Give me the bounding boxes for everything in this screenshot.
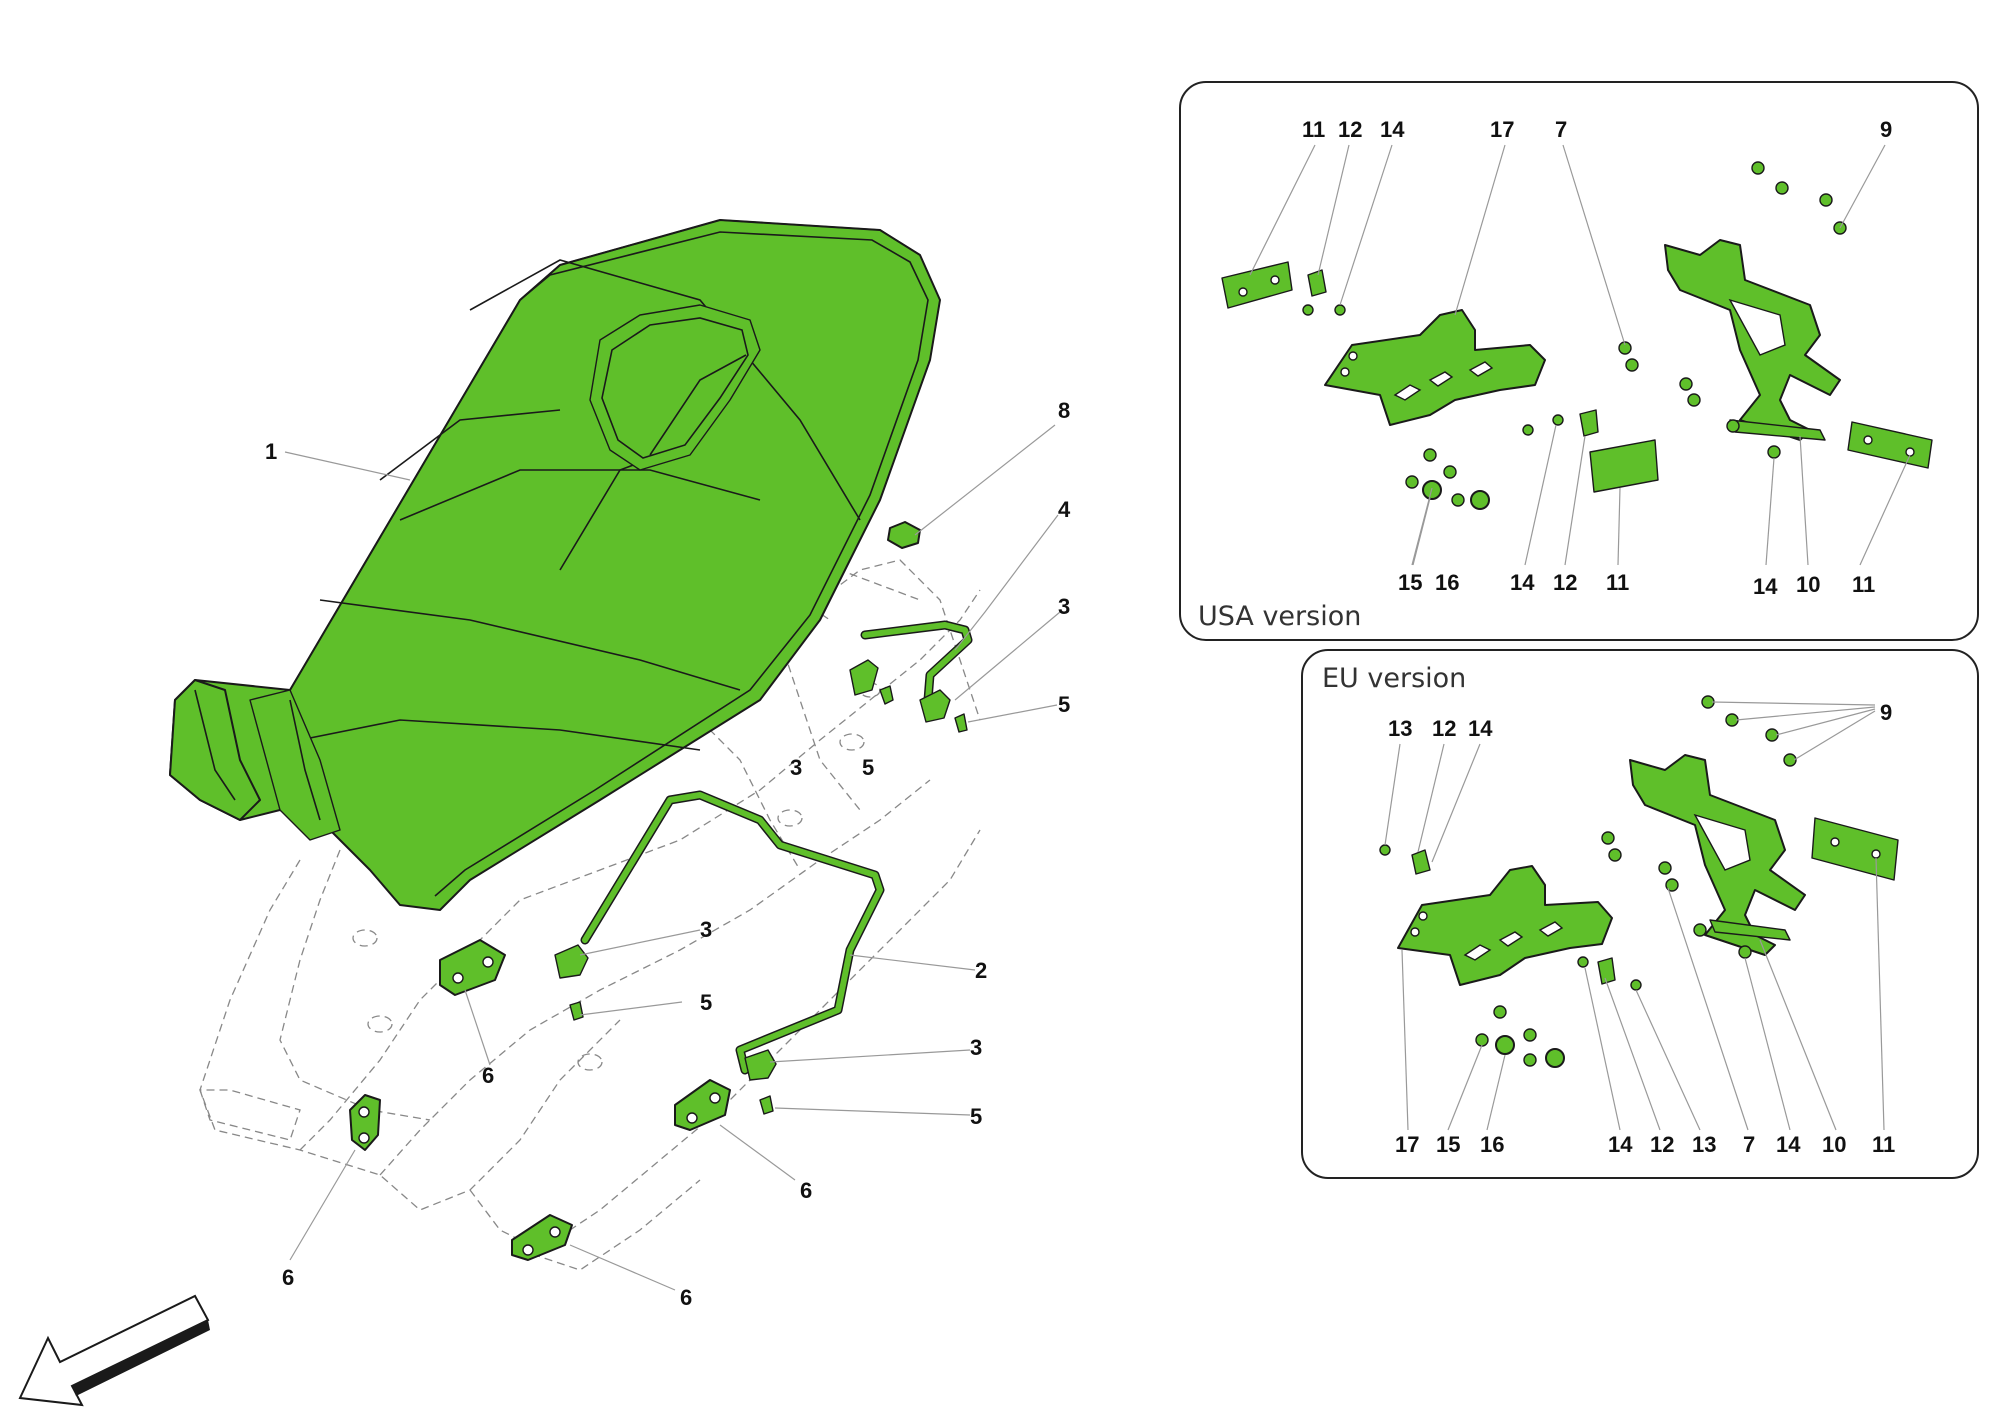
usa-callout-14: 14 xyxy=(1753,574,1778,599)
eu-callout-11: 11 xyxy=(1872,1132,1895,1157)
grab-handle-part-2 xyxy=(580,790,885,1075)
callout-3: 3 xyxy=(790,755,802,780)
usa-callout-9: 9 xyxy=(1880,117,1892,142)
clamp-part-3 xyxy=(554,659,951,1081)
usa-callout-11: 11 xyxy=(1302,117,1325,142)
usa-callout-7: 7 xyxy=(1555,117,1567,142)
callout-5: 5 xyxy=(862,755,874,780)
eu-callout-14: 14 xyxy=(1608,1132,1633,1157)
callout-3: 3 xyxy=(700,917,712,942)
usa-version-title: USA version xyxy=(1198,601,1361,632)
usa-callout-14: 14 xyxy=(1380,117,1405,142)
usa-callout-12: 12 xyxy=(1553,570,1577,595)
callout-5: 5 xyxy=(700,990,712,1015)
callout-1: 1 xyxy=(265,439,277,464)
callout-8: 8 xyxy=(1058,398,1070,423)
callout-6: 6 xyxy=(680,1285,692,1310)
eu-callout-17: 17 xyxy=(1395,1132,1419,1157)
rubber-pad-part-6 xyxy=(349,939,731,1261)
eu-version-title: EU version xyxy=(1322,663,1466,694)
usa-callout-14: 14 xyxy=(1510,570,1535,595)
callout-3: 3 xyxy=(1058,594,1070,619)
direction-arrow-icon xyxy=(18,1294,210,1407)
eu-callout-16: 16 xyxy=(1480,1132,1504,1157)
bolt-part-5 xyxy=(569,685,968,1115)
callout-3: 3 xyxy=(970,1035,982,1060)
eu-callout-9: 9 xyxy=(1880,700,1892,725)
usa-version-panel: USA version xyxy=(1179,81,1979,641)
usa-callout-10: 10 xyxy=(1796,572,1820,597)
eu-version-panel: EU version xyxy=(1301,649,1979,1179)
seat-part-1 xyxy=(169,219,941,911)
usa-callout-16: 16 xyxy=(1435,570,1459,595)
main-callouts: 1 8 4 3 5 3 5 2 3 5 6 3 5 6 6 6 xyxy=(265,398,1071,1310)
usa-callout-12: 12 xyxy=(1338,117,1362,142)
eu-callout-14: 14 xyxy=(1776,1132,1801,1157)
callout-5: 5 xyxy=(1058,692,1070,717)
eu-callout-10: 10 xyxy=(1822,1132,1846,1157)
usa-callout-11: 11 xyxy=(1606,570,1629,595)
callout-6: 6 xyxy=(800,1178,812,1203)
usa-callout-11: 11 xyxy=(1852,572,1875,597)
eu-callout-12: 12 xyxy=(1432,716,1456,741)
callout-2: 2 xyxy=(975,958,987,983)
main-leader-lines xyxy=(284,424,1061,1291)
usa-callout-17: 17 xyxy=(1490,117,1514,142)
eu-callout-14: 14 xyxy=(1468,716,1493,741)
eu-callout-15: 15 xyxy=(1436,1132,1460,1157)
callout-5: 5 xyxy=(970,1104,982,1129)
eu-callout-12: 12 xyxy=(1650,1132,1674,1157)
callout-6: 6 xyxy=(482,1063,494,1088)
callout-4: 4 xyxy=(1058,497,1071,522)
eu-callout-13: 13 xyxy=(1692,1132,1716,1157)
usa-callout-15: 15 xyxy=(1398,570,1422,595)
callout-6: 6 xyxy=(282,1265,294,1290)
eu-callout-7: 7 xyxy=(1743,1132,1755,1157)
nut-part-8 xyxy=(887,521,921,549)
eu-callout-13: 13 xyxy=(1388,716,1412,741)
